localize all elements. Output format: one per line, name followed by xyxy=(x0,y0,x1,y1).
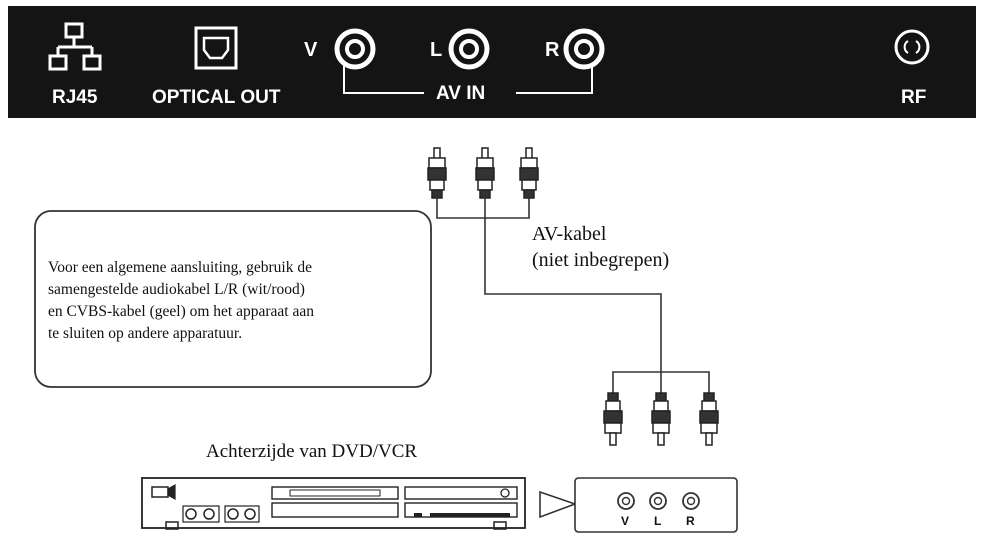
optical-out-label: OPTICAL OUT xyxy=(152,87,281,108)
dvd-jack-r-icon xyxy=(682,492,700,510)
rca-jack-r-icon xyxy=(563,28,605,70)
callout-pointer xyxy=(539,490,578,519)
rca-jack-l-icon xyxy=(448,28,490,70)
dvd-jack-v-icon xyxy=(617,492,635,510)
dvd-jack-v-label: V xyxy=(621,514,630,528)
av-in-label: AV IN xyxy=(436,83,486,104)
rj45-label: RJ45 xyxy=(52,87,98,108)
bottom-plug-l xyxy=(651,392,671,446)
av-cable-wires xyxy=(436,196,710,393)
cable-label-line2: (niet inbegrepen) xyxy=(532,249,670,271)
callout-line-2: samengestelde audiokabel L/R (wit/rood) xyxy=(48,281,305,298)
r-jack-label: R xyxy=(545,39,560,61)
rf-jack-icon xyxy=(894,29,930,65)
callout-line-4: te sluiten op andere apparatuur. xyxy=(48,325,243,342)
optical-port-icon xyxy=(194,26,238,70)
dvd-jack-panel xyxy=(574,477,738,533)
av-in-bracket xyxy=(343,66,593,94)
callout-line-3: en CVBS-kabel (geel) om het apparaat aan xyxy=(48,303,314,320)
callout-box xyxy=(34,210,432,388)
rf-label: RF xyxy=(901,87,927,108)
connector-panel xyxy=(8,6,976,118)
dvd-jack-r-label: R xyxy=(686,514,695,528)
top-plug-v xyxy=(427,147,447,199)
dvd-jack-l-icon xyxy=(649,492,667,510)
dvd-vcr-device xyxy=(141,477,526,530)
dvd-title: Achterzijde van DVD/VCR xyxy=(206,441,418,462)
bottom-plug-v xyxy=(603,392,623,446)
rca-jack-v-icon xyxy=(334,28,376,70)
top-rca-plugs xyxy=(427,147,539,199)
rj45-network-icon xyxy=(48,22,102,71)
top-plug-r xyxy=(519,147,539,199)
v-jack-label: V xyxy=(304,39,318,61)
bottom-plug-r xyxy=(699,392,719,446)
dvd-jack-l-label: L xyxy=(654,514,662,528)
cable-label-line1: AV-kabel xyxy=(532,223,607,245)
bottom-rca-plugs xyxy=(603,392,719,446)
top-plug-l xyxy=(475,147,495,199)
callout-line-1: Voor een algemene aansluiting, gebruik d… xyxy=(48,259,312,276)
l-jack-label: L xyxy=(430,39,443,61)
